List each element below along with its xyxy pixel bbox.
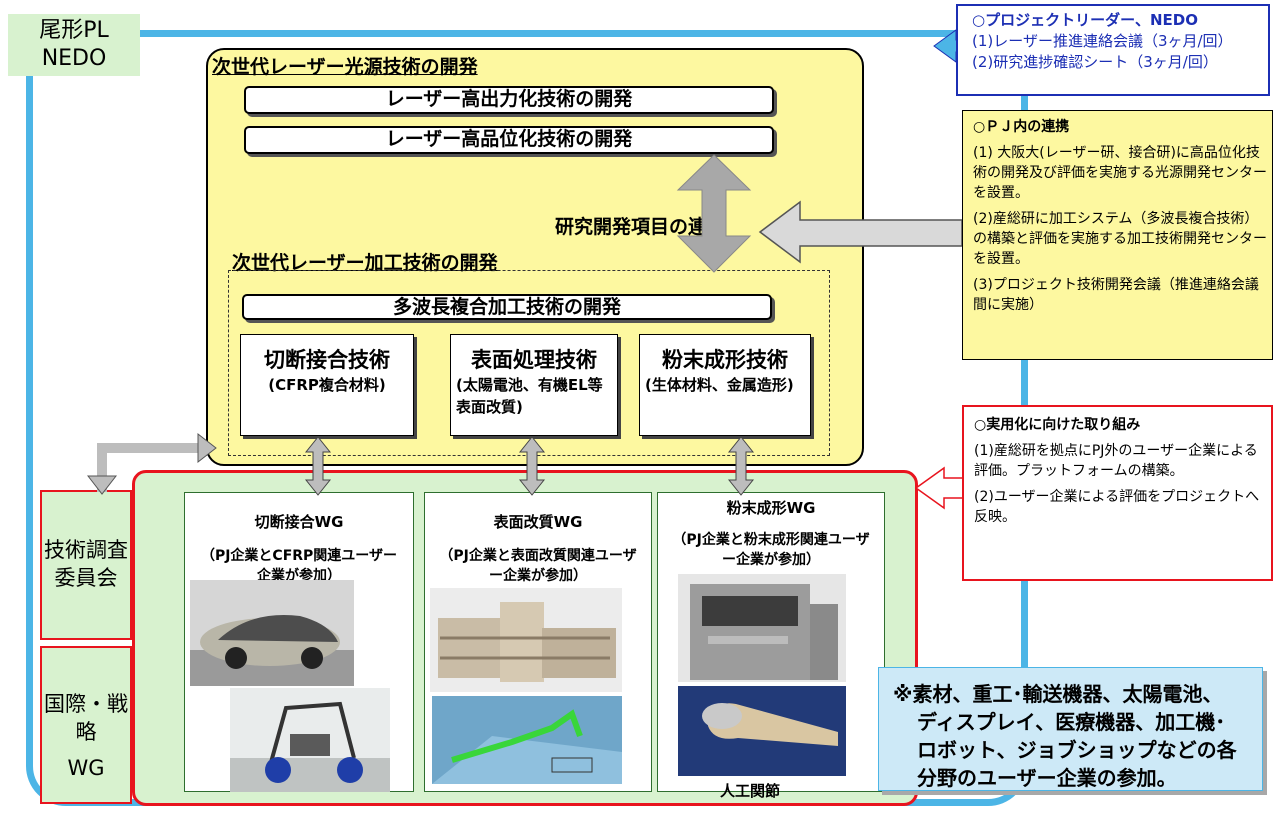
cutting-wg-arrow	[304, 436, 332, 496]
wg-sub: （PJ企業と表面改質関連ユーザー企業が参加）	[439, 548, 637, 584]
tech-box-surface: 表面処理技術 (太陽電池、有機EL等表面改質)	[450, 334, 618, 436]
practical-box-head: ○実用化に向けた取り組み	[974, 417, 1141, 433]
leader-line1: 尾形PL	[39, 18, 109, 43]
user-participation-note: ※素材、重工･輸送機器、太陽電池、 ディスプレイ、医療機器、加工機･ ロボット、…	[878, 667, 1263, 791]
laser-processing-title: 次世代レーザー加工技術の開発	[232, 252, 498, 274]
practical-use-box: ○実用化に向けた取り組み (1)産総研を拠点にPJ外のユーザー企業による評価。プ…	[962, 405, 1273, 581]
tech-title: 粉末成形技術	[662, 348, 788, 372]
link-label: 研究開発項目の連携	[555, 216, 727, 238]
pj-box-item: (3)プロジェクト技術開発会議（推進連絡会議間に実施）	[973, 277, 1259, 313]
intl-strategy-box: 国際・戦略 WG	[40, 646, 132, 804]
pj-box-item: (2)産総研に加工システム（多波長複合技術）の構築と評価を実施する加工技術開発セ…	[973, 211, 1267, 267]
leader-box-head: ○プロジェクトリーダー、NEDO	[972, 11, 1198, 29]
committee-connector	[97, 443, 200, 492]
pj-box-item: (1) 大阪大(レーザー研、接合研)に高品位化技術の開発及び評価を実施する光源開…	[973, 145, 1267, 201]
committee-arrow-head	[86, 475, 118, 495]
high-quality-bar: レーザー高品位化技術の開発	[244, 126, 774, 154]
practical-box-item: (1)産総研を拠点にPJ外のユーザー企業による評価。プラットフォームの構築。	[974, 443, 1258, 479]
intl-label-line1: 国際・戦略	[44, 692, 128, 744]
note-line: ロボット、ジョブショップなどの各	[917, 738, 1237, 762]
simulation-model-image	[432, 696, 622, 784]
leader-line2: NEDO	[41, 46, 107, 71]
leader-box-item: (1)レーザー推進連絡会議（3ヶ月/回）	[972, 32, 1233, 50]
tech-sub: (太陽電池、有機EL等表面改質)	[456, 376, 603, 416]
tech-title: 表面処理技術	[471, 348, 597, 372]
concept-car-photo	[190, 580, 354, 686]
link-double-arrow	[676, 154, 752, 273]
panel-arrow-head	[197, 432, 217, 464]
powder-machine-photo	[678, 574, 846, 682]
laser-source-title: 次世代レーザー光源技術の開発	[212, 56, 478, 78]
note-line: 分野のユーザー企業の参加。	[917, 766, 1177, 790]
wg-title: 粉末成形WG	[726, 499, 816, 517]
wg-title: 表面改質WG	[493, 513, 583, 531]
surface-wg-arrow	[518, 436, 546, 496]
wg-title: 切断接合WG	[254, 513, 344, 531]
note-line: ディスプレイ、医療機器、加工機･	[917, 710, 1226, 734]
note-line: ※素材、重工･輸送機器、太陽電池、	[893, 682, 1223, 706]
multi-wavelength-bar: 多波長複合加工技術の開発	[242, 294, 772, 320]
wg-sub: （PJ企業と粉末成形関連ユーザー企業が参加）	[672, 532, 870, 568]
practical-box-item: (2)ユーザー企業による評価をプロジェクトへ反映。	[974, 489, 1260, 525]
leader-box-item: (2)研究進捗確認シート（3ヶ月/回）	[972, 53, 1218, 71]
leader-tag: 尾形PL NEDO	[8, 14, 140, 76]
artificial-joint-photo	[678, 686, 846, 776]
committee-box: 技術調査委員会	[40, 490, 132, 640]
tech-title: 切断接合技術	[264, 348, 390, 372]
pj-box-head: ○ＰＪ内の連携	[973, 119, 1070, 135]
practical-box-arrow	[914, 466, 965, 510]
intl-label-line2: WG	[67, 756, 105, 780]
artificial-joint-caption: 人工関節	[720, 782, 781, 800]
surface-equipment-photo	[430, 588, 622, 692]
pj-link-arrow	[758, 200, 963, 264]
committee-label: 技術調査委員会	[44, 538, 128, 590]
tech-sub: (CFRP複合材料)	[268, 376, 386, 394]
tech-box-powder: 粉末成形技術 (生体材料、金属造形)	[639, 334, 811, 436]
pj-cooperation-box: ○ＰＪ内の連携 (1) 大阪大(レーザー研、接合研)に高品位化技術の開発及び評価…	[962, 110, 1273, 360]
powder-wg-arrow	[727, 436, 755, 496]
tech-sub: (生体材料、金属造形)	[645, 376, 794, 394]
high-power-bar: レーザー高出力化技術の開発	[244, 86, 774, 114]
leader-nedo-box: ○プロジェクトリーダー、NEDO (1)レーザー推進連絡会議（3ヶ月/回） (2…	[956, 4, 1270, 96]
personal-vehicle-photo	[230, 688, 390, 792]
tech-box-cutting: 切断接合技術 (CFRP複合材料)	[240, 334, 414, 436]
